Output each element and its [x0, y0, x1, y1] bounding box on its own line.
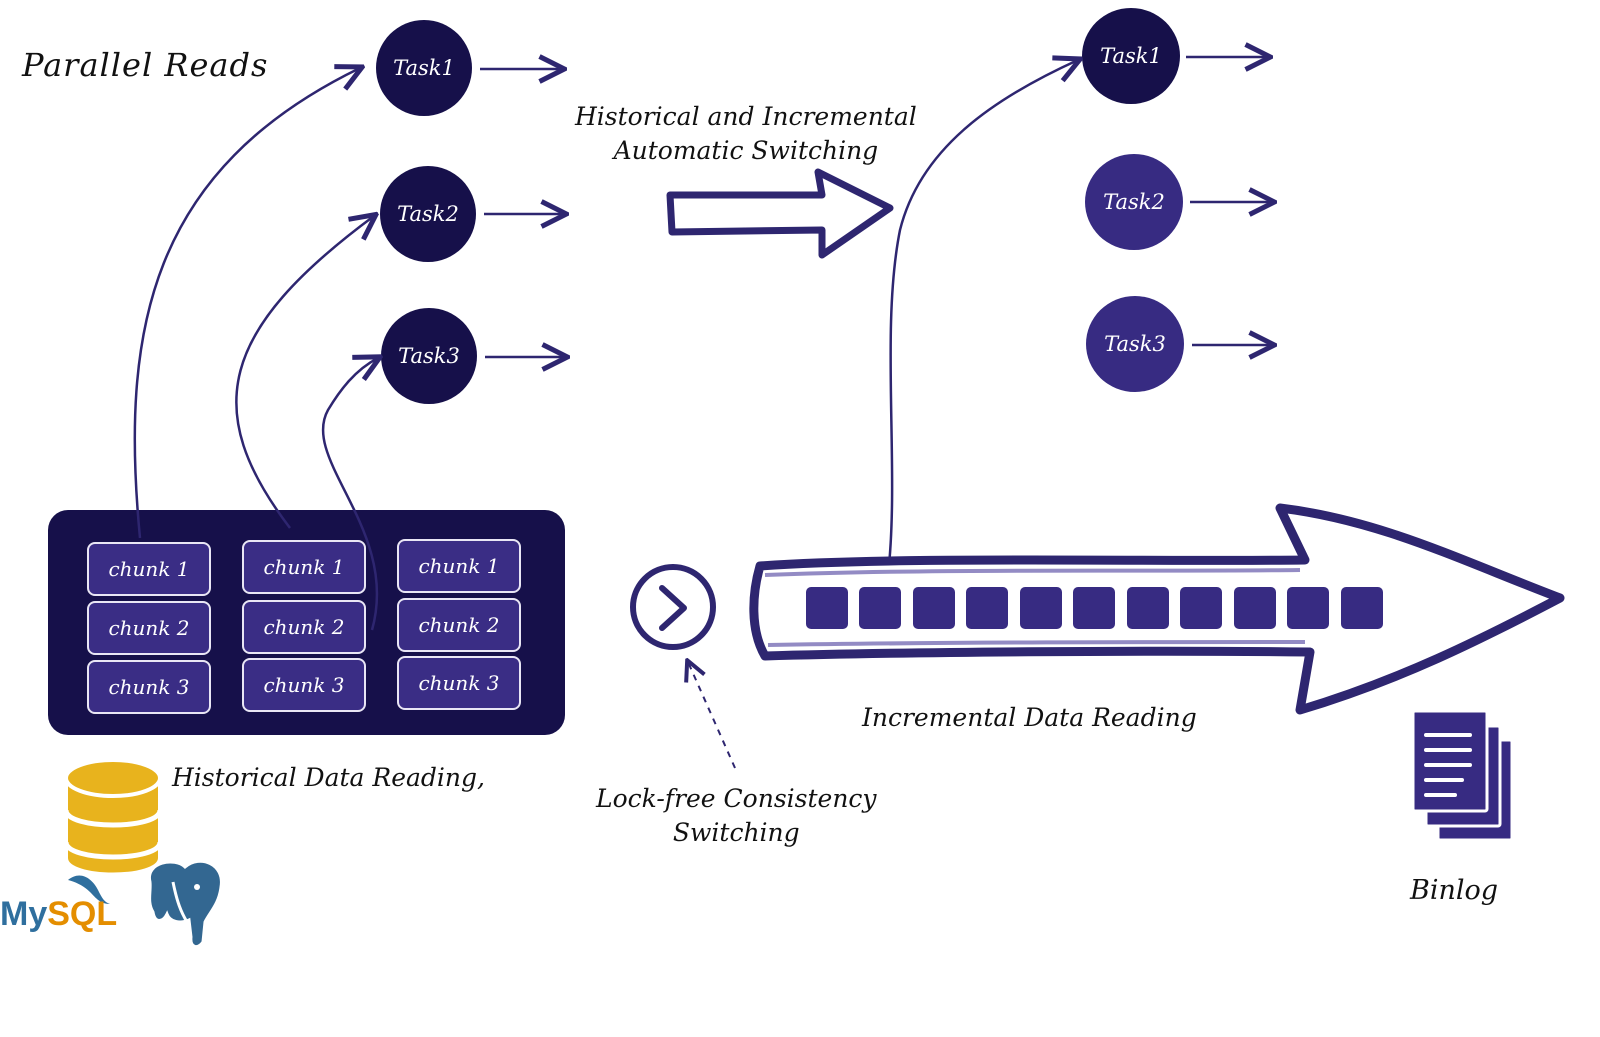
right-task-1: Task1 [1082, 8, 1180, 104]
event-block [859, 587, 901, 629]
incremental-reading-label: Incremental Data Reading [862, 703, 1197, 732]
lock-free-pointer [688, 662, 736, 769]
left-task-1: Task1 [376, 20, 472, 116]
event-block [1341, 587, 1383, 629]
chunk-col3-1: chunk 1 [397, 539, 521, 593]
event-block [1020, 587, 1062, 629]
historical-reading-label: Historical Data Reading, [172, 763, 485, 792]
left-task-2: Task2 [380, 166, 476, 262]
event-block [1073, 587, 1115, 629]
event-block [1234, 587, 1276, 629]
mysql-logo: MySQL [0, 895, 117, 934]
lock-free-label-line-2: Switching [672, 818, 800, 847]
incremental-arrow-stroke-top [764, 568, 1301, 577]
event-block [1180, 587, 1222, 629]
chunk-col2-2: chunk 2 [242, 600, 366, 654]
event-queue [806, 587, 1383, 629]
stream-to-task1-curve [886, 60, 1078, 576]
flow-curve-3 [321, 358, 378, 631]
binlog-documents-icon [1411, 709, 1514, 842]
right-task-3: Task3 [1086, 296, 1184, 392]
right-task-2: Task2 [1085, 154, 1183, 250]
incremental-arrow-stroke-bottom [767, 640, 1306, 647]
chunk-col3-2: chunk 2 [397, 598, 521, 652]
chunk-col3-3: chunk 3 [397, 656, 521, 710]
switching-label-line-1: Historical and Incremental [575, 102, 917, 131]
event-block [806, 587, 848, 629]
switching-label: Historical and Incremental Automatic Swi… [575, 100, 917, 168]
event-block [913, 587, 955, 629]
left-task-3: Task3 [381, 308, 477, 404]
chunk-col1-3: chunk 3 [87, 660, 211, 714]
lock-free-label: Lock-free Consistency Switching [596, 782, 877, 850]
switch-circle [630, 564, 716, 650]
mysql-dolphin-icon [68, 875, 110, 904]
chunk-col1-1: chunk 1 [87, 542, 211, 596]
mysql-logo-sql: SQL [47, 895, 118, 933]
chunk-col1-2: chunk 2 [87, 601, 211, 655]
flow-curve-1 [133, 68, 360, 539]
postgresql-elephant-icon [148, 859, 223, 949]
event-block [966, 587, 1008, 629]
event-block [1287, 587, 1329, 629]
switching-label-line-2: Automatic Switching [613, 136, 879, 165]
chevron-right-icon [659, 585, 687, 631]
lock-free-label-line-1: Lock-free Consistency [596, 784, 877, 813]
chunk-col2-1: chunk 1 [242, 540, 366, 594]
chunk-col2-3: chunk 3 [242, 658, 366, 712]
flow-curve-2 [235, 216, 374, 529]
diagram-title: Parallel Reads [22, 46, 269, 84]
switching-arrow [666, 168, 894, 259]
mysql-logo-my: My [0, 895, 48, 933]
document-lines [1424, 733, 1472, 797]
binlog-label: Binlog [1410, 875, 1499, 906]
database-icon [63, 758, 163, 877]
event-block [1127, 587, 1169, 629]
